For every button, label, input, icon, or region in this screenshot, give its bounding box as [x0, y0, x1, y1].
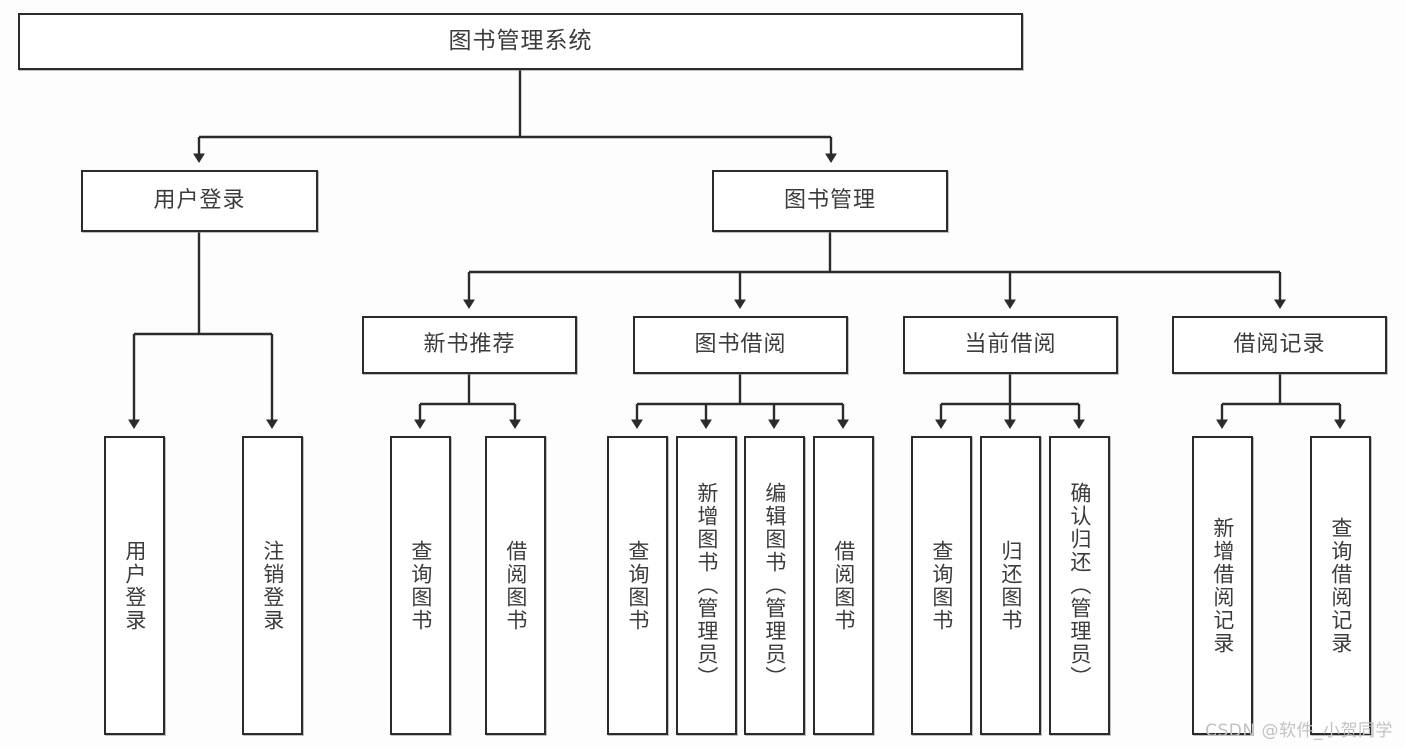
watermark-text: CSDN @软件_小贺同学 — [1205, 721, 1393, 741]
node-leaf-logout-login[interactable]: 注销登录 — [242, 436, 303, 735]
node-label: 新增图书（管理员） — [694, 482, 719, 689]
node-new-book-recommend[interactable]: 新书推荐 — [362, 316, 577, 374]
node-label: 图书借阅 — [694, 331, 787, 357]
node-user-login[interactable]: 用户登录 — [81, 170, 318, 232]
node-leaf-edit-book[interactable]: 编辑图书（管理员） — [744, 436, 805, 735]
node-label: 归还图书 — [998, 539, 1023, 632]
node-leaf-return-book[interactable]: 归还图书 — [980, 436, 1041, 735]
node-label: 新增借阅记录 — [1210, 516, 1235, 655]
node-label: 查询图书 — [929, 539, 954, 632]
node-leaf-borrow-book-2[interactable]: 借阅图书 — [813, 436, 874, 735]
node-leaf-add-record[interactable]: 新增借阅记录 — [1192, 436, 1253, 735]
node-label: 查询图书 — [625, 539, 650, 632]
node-leaf-borrow-book-1[interactable]: 借阅图书 — [485, 436, 546, 735]
node-leaf-query-record[interactable]: 查询借阅记录 — [1310, 436, 1371, 735]
node-label: 编辑图书（管理员） — [762, 482, 787, 689]
node-label: 注销登录 — [260, 539, 285, 632]
node-label: 当前借阅 — [964, 331, 1057, 357]
node-label: 新书推荐 — [423, 331, 516, 357]
node-label: 查询借阅记录 — [1328, 516, 1353, 655]
node-label: 借阅图书 — [831, 539, 856, 632]
node-label: 图书管理系统 — [448, 27, 593, 54]
node-current-borrow[interactable]: 当前借阅 — [903, 316, 1118, 374]
node-root-book-management-system[interactable]: 图书管理系统 — [18, 13, 1023, 70]
node-leaf-confirm-return[interactable]: 确认归还（管理员） — [1049, 436, 1110, 735]
node-label: 用户登录 — [122, 539, 147, 632]
node-leaf-user-login[interactable]: 用户登录 — [104, 436, 165, 735]
node-label: 借阅记录 — [1233, 331, 1326, 357]
node-leaf-add-book[interactable]: 新增图书（管理员） — [676, 436, 737, 735]
node-borrow-record[interactable]: 借阅记录 — [1172, 316, 1387, 374]
node-leaf-query-book-1[interactable]: 查询图书 — [390, 436, 451, 735]
node-label: 查询图书 — [408, 539, 433, 632]
node-leaf-query-book-2[interactable]: 查询图书 — [607, 436, 668, 735]
node-label: 借阅图书 — [503, 539, 528, 632]
node-label: 图书管理 — [783, 187, 876, 213]
node-label: 确认归还（管理员） — [1067, 482, 1092, 689]
node-book-manage[interactable]: 图书管理 — [712, 170, 948, 232]
node-leaf-query-book-3[interactable]: 查询图书 — [911, 436, 972, 735]
node-book-borrow[interactable]: 图书借阅 — [633, 316, 848, 374]
node-label: 用户登录 — [153, 187, 246, 213]
